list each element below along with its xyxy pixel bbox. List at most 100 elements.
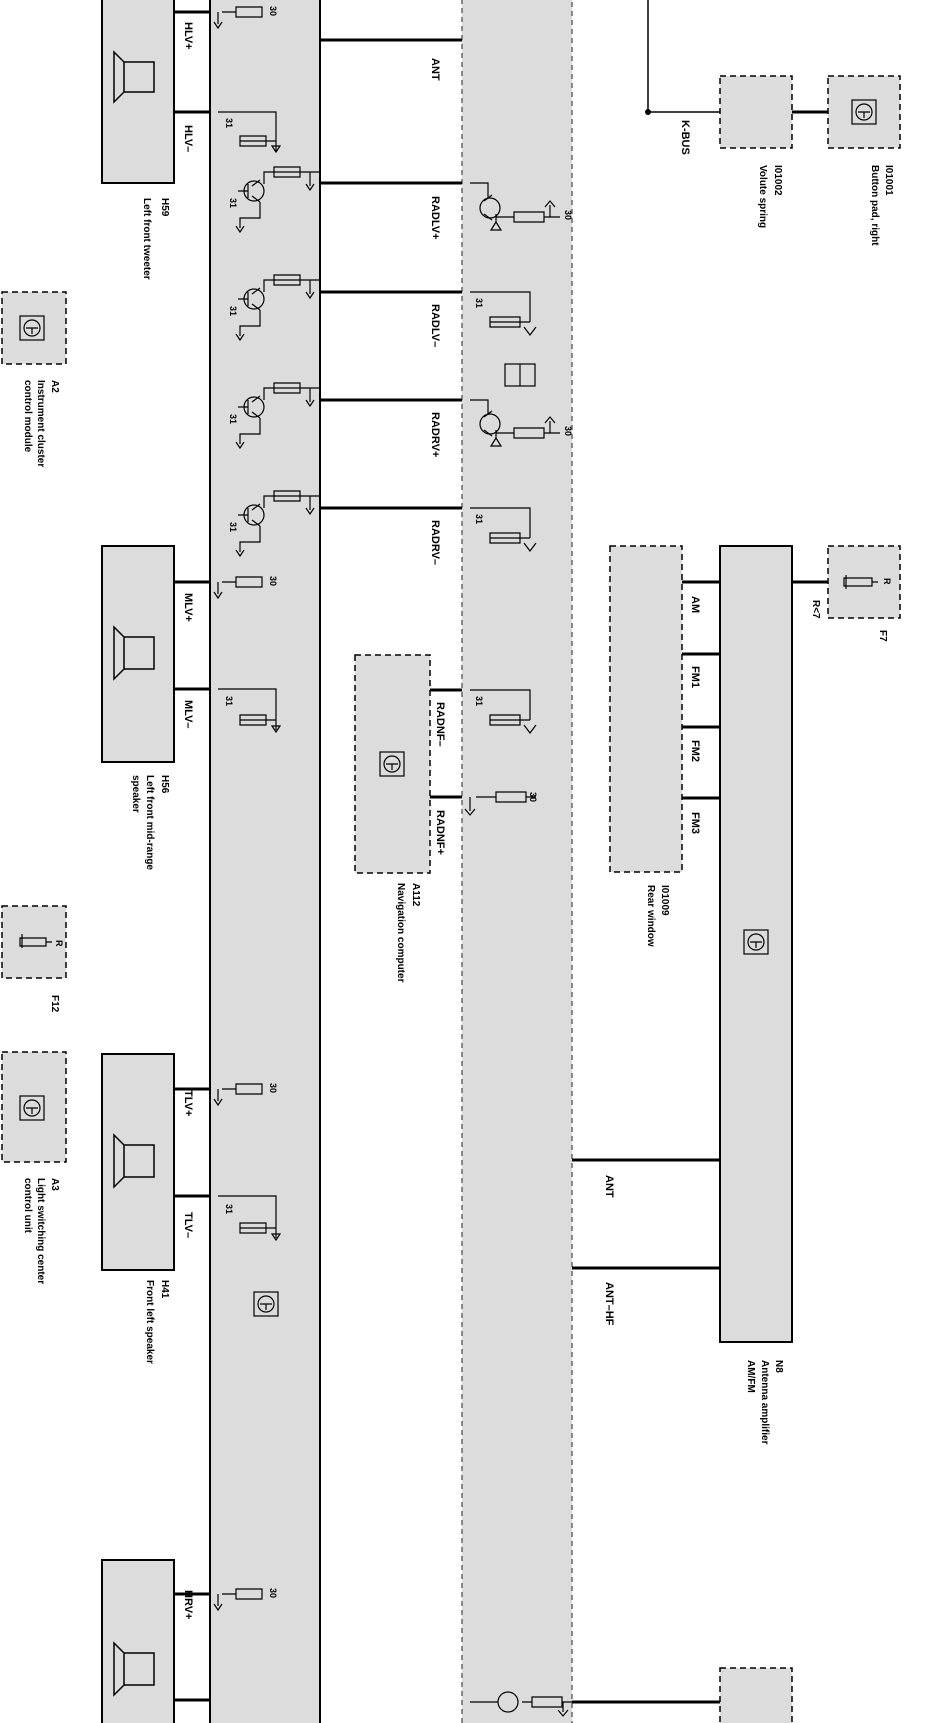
svg-text:TLV+: TLV+ (182, 1090, 194, 1116)
svg-text:Light switching center: Light switching center (35, 1178, 46, 1284)
svg-text:30: 30 (268, 1083, 278, 1093)
svg-text:R: R (54, 940, 64, 947)
svg-text:AM/FM: AM/FM (745, 1360, 756, 1393)
svg-text:Volute spring: Volute spring (757, 165, 768, 228)
svg-text:H56: H56 (159, 775, 170, 794)
svg-text:30: 30 (563, 426, 573, 436)
svg-text:I01009: I01009 (659, 885, 670, 916)
svg-text:N8: N8 (773, 1360, 784, 1373)
svg-text:RADLV+: RADLV+ (429, 196, 441, 240)
svg-text:MLV+: MLV+ (182, 593, 194, 622)
svg-text:31: 31 (474, 514, 484, 524)
svg-text:Antenna amplifier: Antenna amplifier (759, 1360, 770, 1445)
svg-text:31: 31 (474, 696, 484, 706)
svg-text:R: R (882, 578, 892, 585)
n8-ground-icon (743, 929, 769, 955)
radio-module-body (209, 0, 321, 1723)
radio-terminal-symbols (213, 6, 282, 1612)
svg-text:TLV–: TLV– (182, 1212, 194, 1238)
svg-text:31: 31 (224, 696, 234, 706)
h56-midrange-speaker: MLV+ MLV– H56 Left front mid-range speak… (101, 545, 194, 870)
n8-antenna-amplifier: N8 Antenna amplifier AM/FM (719, 545, 793, 1445)
svg-text:F7: F7 (877, 630, 888, 642)
svg-text:FM2: FM2 (689, 740, 701, 762)
svg-text:control unit: control unit (22, 1178, 33, 1234)
radio-transistor-pin-labels: 31 31 31 31 (228, 198, 238, 532)
svg-text:ANT: ANT (429, 58, 441, 81)
svg-text:31: 31 (228, 306, 238, 316)
svg-text:FM3: FM3 (689, 812, 701, 834)
radio-transistor-stages (235, 166, 320, 558)
f12-fuse: R F12 (1, 905, 67, 1013)
h41-front-left-speaker: TLV+ TLV– H41 Front left speaker (101, 1053, 194, 1364)
svg-text:Navigation computer: Navigation computer (395, 883, 406, 983)
svg-text:RADLV–: RADLV– (429, 304, 441, 347)
svg-text:30: 30 (268, 6, 278, 16)
radio-navigation-signal-labels: ANT RADLV+ RADLV– RADRV+ RADRV– (429, 58, 441, 565)
svg-text:I01001: I01001 (883, 165, 894, 196)
svg-text:30: 30 (268, 576, 278, 586)
svg-text:ANT–HF: ANT–HF (603, 1282, 615, 1326)
svg-text:31: 31 (228, 198, 238, 208)
svg-text:31: 31 (228, 522, 238, 532)
svg-text:H41: H41 (159, 1280, 170, 1299)
radio-terminal-pin-labels: 30 31 30 31 30 31 30 (224, 6, 278, 1598)
svg-text:A112: A112 (410, 883, 421, 907)
a2-ground-icon (19, 315, 45, 341)
svg-text:RADNF+: RADNF+ (434, 810, 446, 855)
svg-text:MLV–: MLV– (182, 700, 194, 729)
svg-text:F12: F12 (49, 995, 60, 1013)
bottom-right-module-partial (572, 1667, 793, 1723)
svg-text:Left front tweeter: Left front tweeter (141, 198, 152, 280)
svg-text:HLV–: HLV– (182, 125, 194, 152)
svg-text:A2: A2 (49, 380, 60, 393)
svg-text:RADNF–: RADNF– (434, 702, 446, 747)
svg-text:AM: AM (689, 596, 701, 613)
svg-text:speaker: speaker (130, 775, 141, 813)
svg-text:31: 31 (228, 414, 238, 424)
svg-text:30: 30 (268, 1588, 278, 1598)
a112-navigation-computer: RADNF– RADNF+ A112 Navigation computer (354, 654, 462, 983)
svg-text:ANT: ANT (603, 1175, 615, 1198)
id1002-volute-spring: I01002 Volute spring (719, 75, 828, 228)
radio-navigation-wires (320, 38, 462, 510)
svg-text:Left front mid-range: Left front mid-range (144, 775, 155, 870)
svg-text:31: 31 (224, 1204, 234, 1214)
svg-text:control module: control module (22, 380, 33, 453)
svg-text:Button pad, right: Button pad, right (869, 165, 880, 246)
kbus-line: K-BUS (645, 0, 720, 155)
h59-tweeter: HLV+ HLV– H59 Left front tweeter (101, 0, 194, 280)
svg-text:HLV+: HLV+ (182, 22, 194, 50)
speaker-wires (174, 10, 210, 1702)
a3-ground-icon (19, 1095, 45, 1121)
antenna-wires: ANT ANT–HF (572, 1158, 720, 1326)
svg-text:31: 31 (224, 118, 234, 128)
navigation-module-body (461, 0, 573, 1723)
svg-text:I01002: I01002 (772, 165, 783, 196)
svg-text:Front left speaker: Front left speaker (144, 1280, 155, 1364)
navigation-terminal-symbols (464, 182, 572, 1717)
svg-text:R<7: R<7 (810, 600, 821, 619)
svg-text:Instrument cluster: Instrument cluster (35, 380, 46, 467)
id1001-ground-icon (851, 99, 877, 125)
svg-text:H59: H59 (159, 198, 170, 217)
radio-ground-icon (253, 1291, 279, 1317)
right-speaker-partial: HRV+ (101, 1559, 194, 1723)
a112-ground-icon (379, 751, 405, 777)
navigation-terminal-pin-labels: 30 31 30 31 31 30 (474, 210, 573, 802)
a3-light-switching-center: A3 Light switching center control unit (1, 1051, 67, 1284)
svg-text:31: 31 (474, 298, 484, 308)
svg-text:RADRV–: RADRV– (429, 520, 441, 565)
svg-text:Rear window: Rear window (645, 885, 656, 947)
a2-instrument-cluster: A2 Instrument cluster control module (1, 291, 67, 467)
f7-fuse: R R<7 F7 (792, 545, 901, 642)
svg-text:30: 30 (528, 792, 538, 802)
id1001-button-pad-right: I01001 Button pad, right (827, 75, 901, 246)
svg-text:FM1: FM1 (689, 666, 701, 688)
svg-text:RADRV+: RADRV+ (429, 412, 441, 457)
svg-text:K-BUS: K-BUS (679, 120, 691, 155)
svg-text:A3: A3 (49, 1178, 60, 1191)
svg-text:HRV+: HRV+ (182, 1590, 194, 1619)
id1009-rear-window: AM FM1 FM2 FM3 I01009 Rear window (609, 545, 720, 947)
